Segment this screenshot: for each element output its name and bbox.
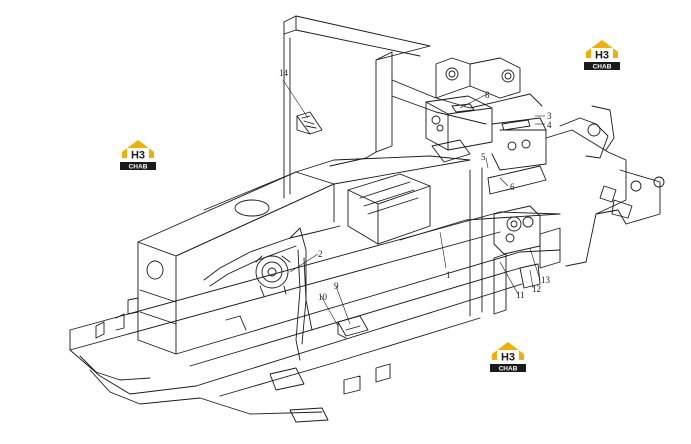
callout-3: 3 <box>547 111 552 121</box>
callout-12: 12 <box>532 284 541 294</box>
callout-2: 2 <box>318 249 323 259</box>
callout-1: 1 <box>446 270 451 280</box>
display-box <box>296 111 323 135</box>
callout-4: 4 <box>547 120 552 130</box>
svg-text:H3: H3 <box>131 150 145 162</box>
right-rails <box>399 165 561 317</box>
callout-8: 8 <box>485 90 490 100</box>
chassis <box>127 139 471 355</box>
callout-9: 9 <box>334 281 339 291</box>
cab-frame <box>283 15 431 199</box>
callout-13: 13 <box>541 275 551 285</box>
callout-leaders <box>282 79 545 327</box>
callout-14: 14 <box>279 68 289 78</box>
wiring-harness <box>203 225 341 361</box>
watermark-logo-bottom: H3 CHAB <box>490 342 526 373</box>
callout-11: 11 <box>516 290 525 300</box>
callout-10: 10 <box>318 292 328 302</box>
instrument-cluster <box>493 205 541 255</box>
callout-labels: 14 8 3 4 5 6 2 9 10 1 11 12 13 <box>279 68 552 302</box>
battery-box <box>337 315 369 339</box>
frame-rails <box>69 211 561 423</box>
svg-text:H3: H3 <box>501 352 515 364</box>
callout-6: 6 <box>510 182 515 192</box>
svg-text:H3: H3 <box>595 50 609 62</box>
svg-text:CHAB: CHAB <box>593 64 612 71</box>
boom-mount <box>391 57 665 267</box>
svg-text:CHAB: CHAB <box>129 164 148 171</box>
control-panel <box>425 95 547 171</box>
watermark-logo-left: H3 CHAB <box>120 140 156 171</box>
callout-5: 5 <box>481 152 486 162</box>
alternator <box>255 255 291 297</box>
svg-text:CHAB: CHAB <box>499 366 518 373</box>
watermark-logo-top-right: H3 CHAB <box>584 40 620 71</box>
